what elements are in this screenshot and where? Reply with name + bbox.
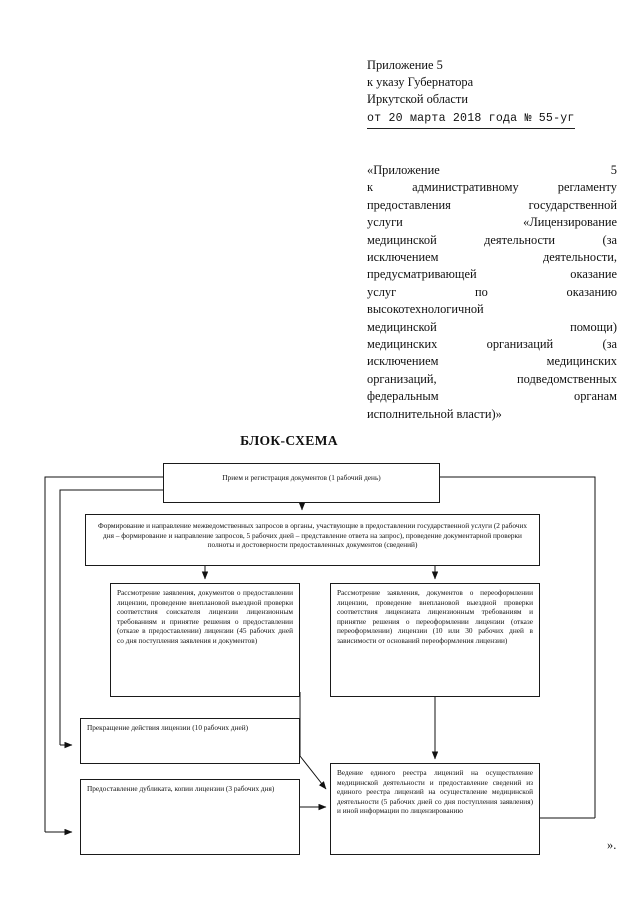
intro-line: медицинских организаций (за [367,337,617,352]
intro-line: медицинской деятельности (за [367,232,617,247]
page-title: БЛОК-СХЕМА [0,433,640,449]
intro-line: федеральным органам [367,389,617,404]
intro-line: организаций, подведомственных [367,371,617,386]
flow-node-registry-maintenance-label: Ведение единого реестра лицензий на осущ… [337,768,533,816]
intro-line: медицинской помощи) [367,319,617,334]
flow-node-license-grant-review: Рассмотрение заявления, документов о пре… [110,583,300,697]
flow-node-registry-maintenance: Ведение единого реестра лицензий на осущ… [330,763,540,855]
header-line-1: Приложение 5 [367,58,443,72]
flow-node-interagency-requests: Формирование и направление межведомствен… [85,514,540,566]
intro-line: исполнительной власти)» [367,406,502,421]
closing-quote: ». [607,838,617,852]
flow-node-license-reissue-review: Рассмотрение заявления, документов о пер… [330,583,540,697]
flow-node-license-grant-review-label: Рассмотрение заявления, документов о пре… [117,588,293,645]
intro-line: услуги «Лицензирование [367,215,617,230]
decree-header: Приложение 5 к указу Губернатора Иркутск… [367,57,617,129]
page-title-text: БЛОК-СХЕМА [240,433,338,448]
intro-line: к административному регламенту [367,180,617,195]
flow-node-intake-label: Прием и регистрация документов (1 рабочи… [222,473,381,482]
intro-line: высокотехнологичной [367,302,484,317]
header-line-3: Иркутской области [367,92,468,107]
intro-line: предусматривающей оказание [367,267,617,282]
intro-line: исключением деятельности, [367,250,617,265]
header-line-2: к указу Губернатора [367,75,474,90]
flow-node-duplicate-copy: Предоставление дубликата, копии лицензии… [80,779,300,855]
decree-number-line: от 20 марта 2018 года № 55-уг [367,110,575,129]
flow-node-license-termination: Прекращение действия лицензии (10 рабочи… [80,718,300,764]
flow-node-license-reissue-review-label: Рассмотрение заявления, документов о пер… [337,588,533,645]
intro-line: предоставления государственной [367,197,617,212]
intro-line: «Приложение 5 [367,163,617,177]
flow-node-interagency-requests-label: Формирование и направление межведомствен… [97,521,528,550]
flow-node-license-termination-label: Прекращение действия лицензии (10 рабочи… [87,723,249,732]
intro-line: услуг по оказанию [367,284,617,299]
appendix-intro-paragraph: «Приложение 5 к административному регламе… [367,162,617,423]
intro-line: исключением медицинских [367,354,617,369]
flow-node-intake: Прием и регистрация документов (1 рабочи… [163,463,440,503]
flow-node-duplicate-copy-label: Предоставление дубликата, копии лицензии… [87,784,275,793]
